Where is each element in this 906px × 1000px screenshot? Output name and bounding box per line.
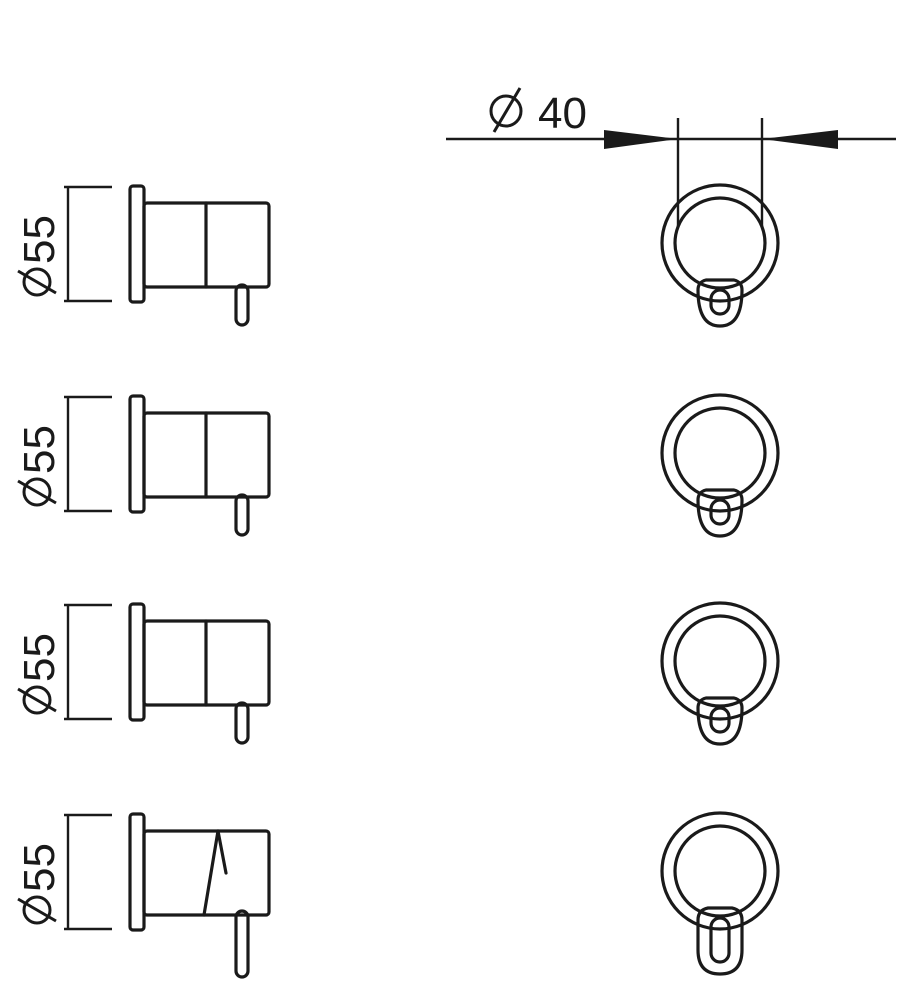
wall-plate [128,602,146,722]
diameter-symbol-circle [22,267,52,297]
side-dimension-value: 55 [15,843,64,892]
body-split-line-angled [202,829,220,917]
side-view: 55 [15,602,271,745]
inner-ring [673,824,767,918]
side-dimension-value: 55 [15,633,64,682]
diameter-symbol-slash [17,269,57,295]
side-view: 55 [15,812,271,979]
side-view: 55 [15,394,271,537]
arrowhead-left [604,130,678,149]
front-view [660,601,780,746]
side-dimension-label: 55 [15,425,64,507]
diameter-symbol-circle [22,895,52,925]
diameter-symbol-circle [22,477,52,507]
lever-handle [234,493,250,537]
diameter-symbol-slash [492,87,522,133]
lever-handle [234,909,250,979]
valve-body [142,829,271,917]
top-diameter-dimension: 40 [446,87,896,228]
front-view [660,393,780,538]
front-view [660,811,780,976]
valve-row-3: 55 [15,601,780,746]
lever-inner [709,288,731,316]
side-dimension-label: 55 [15,215,64,297]
wall-plate [128,184,146,304]
valve-row-4: 55 [15,811,780,979]
lever-outer [696,696,744,746]
side-dimension-value: 55 [15,215,64,264]
side-dimension-value: 55 [15,425,64,474]
wall-plate [128,812,146,932]
top-dimension-value: 40 [538,89,587,138]
front-view [660,183,780,328]
body-bevel-line [216,829,228,875]
valve-row-1: 55 [15,183,780,328]
diameter-symbol-slash [17,897,57,923]
diameter-symbol-circle [489,94,523,128]
inner-ring [673,614,767,708]
valve-row-2: 55 [15,393,780,538]
lever-outer [696,906,744,976]
diameter-symbol-slash [17,687,57,713]
diameter-symbol-slash [17,479,57,505]
arrowhead-right [762,130,838,149]
outer-ring [660,393,780,513]
inner-ring [673,406,767,500]
wall-plate [128,394,146,514]
side-view: 55 [15,184,271,327]
side-dimension-label: 55 [15,843,64,925]
lever-outer [696,488,744,538]
lever-inner [709,916,731,964]
lever-handle [234,701,250,745]
lever-inner [709,498,731,526]
outer-ring [660,601,780,721]
lever-handle [234,283,250,327]
outer-ring [660,811,780,931]
lever-outer [696,278,744,328]
diameter-symbol-circle [22,685,52,715]
lever-inner [709,706,731,734]
outer-ring [660,183,780,303]
side-dimension-label: 55 [15,633,64,715]
inner-ring [673,196,767,290]
